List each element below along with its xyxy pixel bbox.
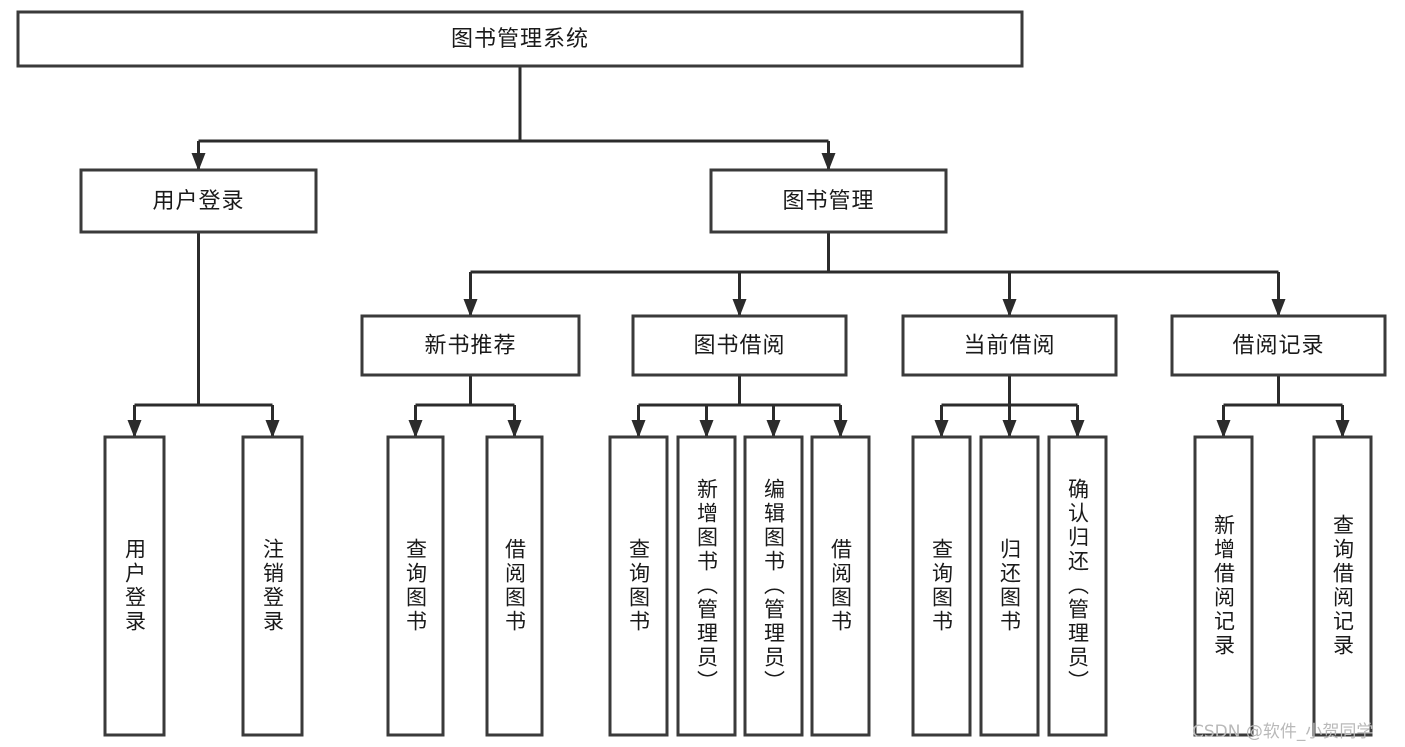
arrow-head-icon [833, 420, 848, 438]
arrow-head-icon [631, 420, 646, 438]
node-current-borrow-rect[interactable] [901, 314, 1118, 377]
node-leaf-return-book[interactable] [979, 435, 1040, 737]
node-book-borrow-rect[interactable] [631, 314, 848, 377]
node-new-book-recommend[interactable]: 新书推荐 [360, 314, 581, 377]
node-leaf-borrow-book-2[interactable] [810, 435, 871, 737]
node-leaf-edit-book[interactable] [743, 435, 804, 737]
arrow-head-icon [191, 153, 206, 171]
node-book-borrow-label: 图书借阅 [693, 334, 785, 359]
node-leaf-query-book-2[interactable] [608, 435, 669, 737]
node-leaf-query-record[interactable] [1312, 435, 1373, 737]
arrow-head-icon [1002, 299, 1017, 317]
node-leaf-query-book-1-rect[interactable] [386, 435, 445, 737]
arrow-head-icon [507, 420, 522, 438]
node-current-borrow[interactable]: 当前借阅 [901, 314, 1118, 377]
node-leaf-borrow-book-1[interactable] [485, 435, 544, 737]
node-leaf-query-book-3[interactable] [911, 435, 972, 737]
arrow-head-icon [821, 153, 836, 171]
node-user-login[interactable]: 用户登录 [79, 168, 318, 234]
node-leaf-edit-book-rect[interactable] [743, 435, 804, 737]
node-book-manage[interactable]: 图书管理 [709, 168, 948, 234]
node-leaf-borrow-book-2-rect[interactable] [810, 435, 871, 737]
arrow-head-icon [463, 299, 478, 317]
node-user-login-label: 用户登录 [152, 189, 244, 214]
node-leaf-return-book-rect[interactable] [979, 435, 1040, 737]
node-book-borrow[interactable]: 图书借阅 [631, 314, 848, 377]
node-borrow-record-rect[interactable] [1170, 314, 1387, 377]
connector-layer [127, 66, 1350, 438]
arrow-head-icon [732, 299, 747, 317]
arrow-head-icon [1070, 420, 1085, 438]
node-leaf-user-login-rect[interactable] [103, 435, 166, 737]
arrow-head-icon [408, 420, 423, 438]
arrow-head-icon [127, 420, 142, 438]
csdn-watermark: CSDN @软件_小贺同学 [1192, 722, 1374, 742]
node-book-manage-label: 图书管理 [782, 189, 874, 214]
arrow-head-icon [1335, 420, 1350, 438]
node-current-borrow-label: 当前借阅 [963, 334, 1055, 359]
node-book-manage-rect[interactable] [709, 168, 948, 234]
node-new-book-recommend-label: 新书推荐 [424, 334, 516, 359]
node-leaf-query-book-1[interactable] [386, 435, 445, 737]
node-leaf-add-book-rect[interactable] [676, 435, 737, 737]
arrow-head-icon [1216, 420, 1231, 438]
arrow-head-icon [766, 420, 781, 438]
node-user-login-rect[interactable] [79, 168, 318, 234]
node-leaf-logout[interactable] [241, 435, 304, 737]
node-leaf-add-record-rect[interactable] [1193, 435, 1254, 737]
arrow-head-icon [934, 420, 949, 438]
arrow-head-icon [265, 420, 280, 438]
node-leaf-user-login[interactable] [103, 435, 166, 737]
node-leaf-confirm-return-rect[interactable] [1047, 435, 1108, 737]
node-leaf-query-book-3-rect[interactable] [911, 435, 972, 737]
node-leaf-query-book-2-rect[interactable] [608, 435, 669, 737]
node-leaf-borrow-book-1-rect[interactable] [485, 435, 544, 737]
node-new-book-recommend-rect[interactable] [360, 314, 581, 377]
node-borrow-record[interactable]: 借阅记录 [1170, 314, 1387, 377]
arrow-head-icon [699, 420, 714, 438]
node-leaf-logout-rect[interactable] [241, 435, 304, 737]
arrow-head-icon [1271, 299, 1286, 317]
node-root[interactable]: 图书管理系统 [16, 10, 1024, 68]
node-root-label: 图书管理系统 [451, 27, 589, 52]
node-leaf-add-record[interactable] [1193, 435, 1254, 737]
node-borrow-record-label: 借阅记录 [1232, 334, 1324, 359]
arrow-head-icon [1002, 420, 1017, 438]
node-root-rect[interactable] [16, 10, 1024, 68]
node-leaf-add-book[interactable] [676, 435, 737, 737]
node-leaf-confirm-return[interactable] [1047, 435, 1108, 737]
node-leaf-query-record-rect[interactable] [1312, 435, 1373, 737]
